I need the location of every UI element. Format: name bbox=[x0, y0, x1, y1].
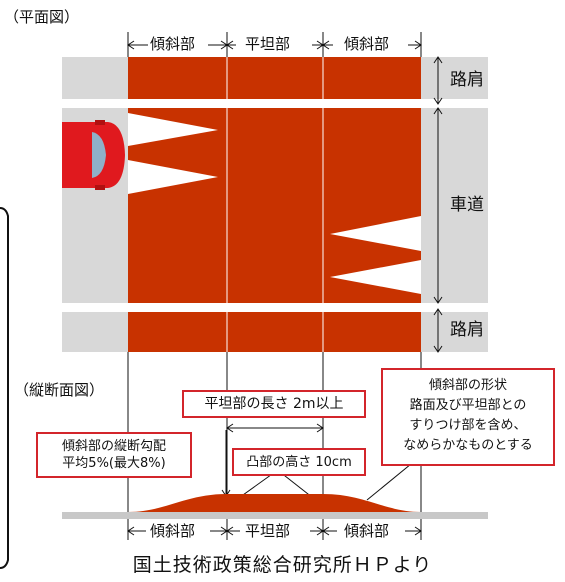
triangle-marking bbox=[128, 113, 218, 146]
gradient-note: 傾斜部の縦断勾配 平均5%(最大8%) bbox=[36, 432, 192, 478]
lane-line-top bbox=[62, 99, 488, 108]
triangle-marking bbox=[128, 160, 218, 194]
height-note-text: 凸部の高さ 10cm bbox=[246, 455, 352, 470]
top-slope-right-label: 傾斜部 bbox=[344, 35, 390, 53]
shape-note-line2: 路面及び平坦部との bbox=[409, 398, 527, 413]
gradient-note-line2: 平均5%(最大8%) bbox=[62, 456, 166, 471]
left-frame-edge bbox=[0, 207, 9, 569]
ground-line bbox=[62, 512, 488, 519]
shoulder-top-label: 路肩 bbox=[450, 70, 484, 90]
bottom-slope-left-label: 傾斜部 bbox=[150, 522, 196, 540]
flat-length-note: 平坦部の長さ 2m以上 bbox=[182, 390, 366, 418]
bottom-flat-label: 平坦部 bbox=[245, 522, 291, 540]
flat-length-arrow bbox=[226, 423, 324, 433]
top-dimension-lines bbox=[127, 32, 422, 57]
bottom-dimension-lines bbox=[127, 526, 422, 536]
hump-profile bbox=[128, 494, 421, 512]
shape-note-line3: すりつけ部を含め、 bbox=[409, 418, 527, 433]
gradient-note-line1: 傾斜部の縦断勾配 bbox=[61, 439, 166, 454]
flat-length-text: 平坦部の長さ 2m以上 bbox=[204, 396, 344, 412]
triangle-marking bbox=[330, 216, 421, 251]
plan-view-title: （平面図） bbox=[4, 8, 80, 26]
shape-note: 傾斜部の形状 路面及び平坦部との すりつけ部を含め、 なめらかなものとする bbox=[381, 368, 555, 466]
height-note: 凸部の高さ 10cm bbox=[232, 448, 366, 476]
car-icon bbox=[62, 120, 125, 190]
lane-line-bottom bbox=[62, 303, 488, 312]
shape-note-line1: 傾斜部の形状 bbox=[428, 378, 507, 393]
side-dimension-lines bbox=[433, 56, 443, 353]
bottom-slope-right-label: 傾斜部 bbox=[344, 522, 390, 540]
triangle-marking bbox=[330, 260, 421, 294]
top-slope-left-label: 傾斜部 bbox=[150, 35, 196, 53]
profile-view-title: （縦断面図） bbox=[14, 381, 105, 399]
shoulder-bottom-label: 路肩 bbox=[450, 320, 484, 340]
source-caption: 国土技術政策総合研究所ＨＰより bbox=[132, 554, 433, 576]
roadway-label: 車道 bbox=[450, 195, 484, 215]
top-flat-label: 平坦部 bbox=[245, 35, 291, 53]
shape-note-line4: なめらかなものとする bbox=[403, 438, 533, 453]
